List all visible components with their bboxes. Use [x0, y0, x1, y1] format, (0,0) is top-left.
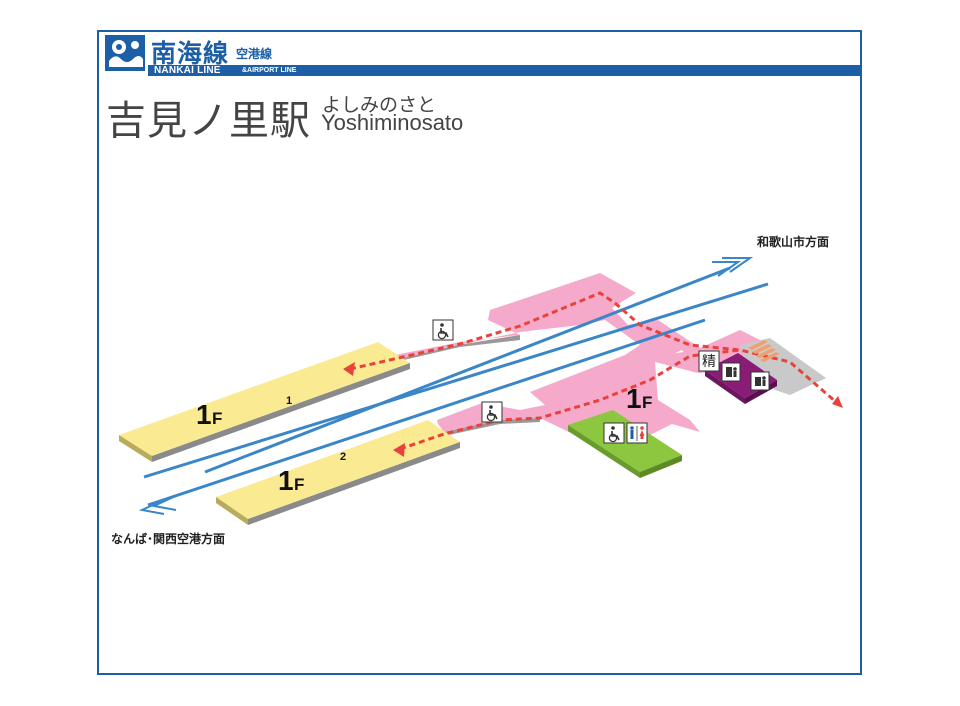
station-name: 吉見ノ里駅	[106, 98, 311, 144]
ticket-machine-icon	[721, 362, 741, 382]
fare-adjustment-icon: 精	[698, 350, 720, 372]
line-name: 南海線	[151, 39, 230, 68]
track-lower	[147, 318, 706, 507]
track-mid	[204, 266, 731, 474]
ticket-office-staff-icon	[750, 371, 770, 391]
platform1-floor-small: F	[212, 409, 222, 428]
fare-adjustment-label: 精	[702, 354, 716, 370]
route-arrow-platform1-icon	[343, 362, 355, 376]
route-arrow-platform2-icon	[393, 443, 405, 457]
line-sub-en: &AIRPORT LINE	[242, 67, 297, 74]
platform2-floor-big: 1	[278, 465, 294, 496]
arrow-wakayama-icon	[712, 257, 754, 277]
ticket-gate-icon	[748, 340, 780, 362]
platform2-floor-small: F	[294, 475, 304, 494]
track-upper	[143, 282, 769, 479]
route-lower	[399, 348, 741, 451]
toilet-area	[568, 410, 682, 478]
wheelchair-icon-lower	[481, 401, 503, 423]
concourse-upper	[388, 273, 770, 373]
wheelchair-icon-upper	[432, 319, 454, 341]
exit-area	[740, 338, 826, 395]
platform1-number: 1	[286, 395, 292, 407]
platform-1	[119, 342, 410, 462]
line-sub: 空港線	[236, 47, 273, 61]
nankai-logo-icon	[105, 35, 145, 71]
concourse-floor-small: F	[642, 393, 652, 412]
route-arrow-exit-icon	[832, 396, 843, 408]
line-name-en: NANKAI LINE	[154, 65, 221, 76]
arrow-namba-icon	[138, 493, 181, 515]
route-upper	[349, 291, 837, 404]
direction-wakayama: 和歌山市方面	[756, 234, 829, 249]
platform2-number: 2	[340, 451, 346, 463]
station-name-kana: よしみのさと	[322, 94, 437, 116]
platform-2	[216, 420, 460, 525]
direction-namba: なんば･関西空港方面	[111, 531, 225, 546]
station-name-en: Yoshiminosato	[321, 110, 464, 135]
wheelchair-icon-toilet	[603, 422, 625, 444]
toilet-icon	[626, 422, 648, 444]
line-header: 南海線 空港線 NANKAI LINE &AIRPORT LINE	[99, 32, 860, 76]
concourse-lower	[437, 345, 712, 440]
platform1-floor-big: 1	[196, 399, 212, 430]
concourse-floor-big: 1	[626, 383, 642, 414]
line-bar	[148, 65, 860, 76]
